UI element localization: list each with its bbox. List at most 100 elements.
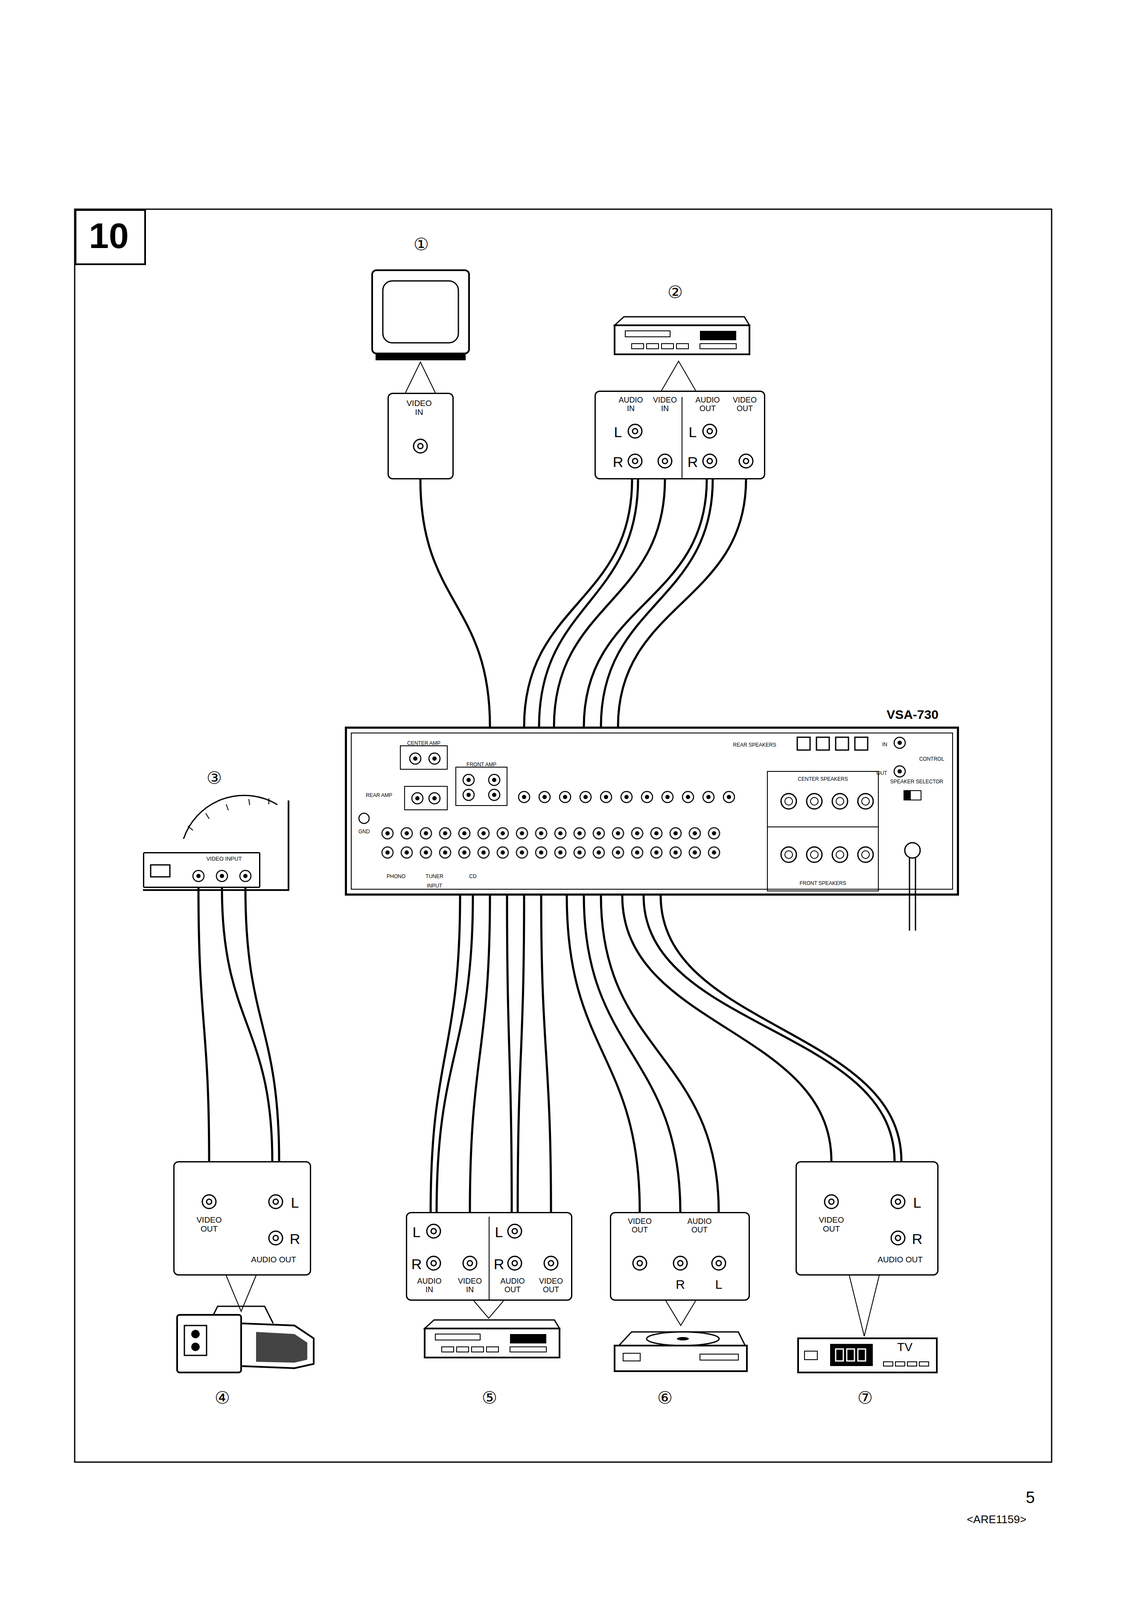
jack — [632, 1256, 647, 1270]
pointer-line — [473, 1300, 504, 1318]
callout-number: ⑤ — [425, 1387, 554, 1407]
panel-label: REAR SPEAKERS — [726, 742, 783, 748]
panel-label: VSA-730 — [865, 707, 960, 722]
jack — [426, 1224, 441, 1238]
figure-frame — [74, 209, 1052, 1462]
cable-line — [245, 887, 280, 1161]
jack-panel: AUDIO INVIDEO INAUDIO OUTVIDEO OUTLRLR — [594, 390, 766, 480]
callout-number: ⑥ — [600, 1387, 729, 1407]
panel-label: L — [611, 424, 625, 441]
page-note: 5 — [966, 1488, 1095, 1507]
cable-line — [600, 479, 713, 727]
receiver-drawing — [351, 732, 953, 891]
speaker-terminal — [857, 846, 874, 863]
panel-label: VIDEO INPUT — [189, 855, 259, 862]
jack — [268, 1230, 283, 1245]
panel-label: SPEAKER SELECTOR — [884, 778, 949, 785]
jack-panel: VIDEO OUTAUDIO OUTRL — [609, 1211, 750, 1301]
speaker-terminal — [781, 846, 797, 863]
cable-line — [541, 895, 551, 1212]
cable-line — [600, 895, 719, 1212]
jack — [463, 789, 475, 801]
front-input-panel: VIDEO INPUT — [142, 851, 261, 888]
vcr-drawing — [424, 1319, 560, 1358]
cable-line — [436, 895, 473, 1212]
panel-label: R — [410, 1256, 423, 1272]
jack — [202, 1194, 216, 1209]
callout-number: ⑦ — [801, 1387, 930, 1407]
jack — [411, 792, 423, 804]
panel-label: CONTROL — [912, 756, 951, 762]
jack-panel: VIDEO OUTLRAUDIO OUT — [173, 1160, 312, 1276]
cable-line — [583, 479, 707, 727]
panel-label: TUNER — [421, 873, 448, 880]
receiver-rear-panel: VSA-730CENTER AMPFRONT AMPREAR AMPGNDPHO… — [344, 726, 960, 896]
jack — [739, 454, 753, 468]
pointer-line — [405, 361, 436, 393]
pointer-line — [849, 1275, 880, 1336]
panel-label: L — [910, 1194, 924, 1211]
cable-line — [469, 895, 490, 1212]
panel-label: VIDEO IN — [403, 399, 436, 417]
jack — [488, 774, 500, 786]
jack-panel: VIDEO IN — [387, 392, 454, 480]
panel-label: CD — [464, 873, 482, 880]
cable-line — [517, 895, 525, 1212]
panel-label: PHONO — [383, 873, 409, 880]
panel-label: L — [686, 424, 700, 441]
panel-label: R — [611, 454, 625, 470]
jack — [891, 1230, 905, 1245]
figure-number-box: 10 — [74, 209, 146, 266]
panel-label: VIDEO OUT — [192, 1215, 227, 1234]
speaker-terminal — [832, 846, 848, 863]
jack — [628, 424, 642, 438]
cable-line — [507, 895, 512, 1212]
jack-panel: VIDEO OUTLRAUDIO OUT — [795, 1160, 939, 1276]
jack-panel: LRAUDIO INVIDEO INLRAUDIO OUTVIDEO OUT — [405, 1211, 573, 1301]
panel-label: R — [686, 454, 700, 470]
panel-label: AUDIO OUT — [691, 396, 724, 414]
pointer-line — [665, 1300, 696, 1326]
panel-label: CENTER SPEAKERS — [780, 776, 866, 782]
jack — [628, 454, 642, 468]
panel-label: FRONT AMP — [457, 761, 505, 768]
panel-label: INPUT — [421, 883, 448, 889]
cable-line — [617, 479, 747, 727]
tuner-drawing — [798, 1337, 937, 1373]
panel-divider — [681, 396, 683, 480]
jack — [711, 1256, 726, 1270]
panel-label: R — [673, 1276, 687, 1292]
device-marking: TV — [840, 1340, 969, 1354]
page-note: <ARE1159> — [932, 1512, 1061, 1526]
pointer-line — [661, 361, 696, 391]
cable-line — [660, 895, 902, 1161]
callout-number: ③ — [150, 768, 279, 788]
panel-label: AUDIO OUT — [241, 1255, 306, 1265]
panel-label: VIDEO IN — [454, 1276, 487, 1295]
speaker-terminal — [781, 793, 797, 809]
panel-label: AUDIO OUT — [683, 1217, 716, 1235]
panel-label: OUT — [873, 770, 891, 776]
jack — [658, 454, 672, 468]
panel-label: R — [288, 1230, 302, 1247]
cable-line — [566, 895, 640, 1212]
panel-label: R — [492, 1256, 506, 1272]
panel-label: L — [410, 1224, 423, 1240]
panel-divider — [488, 1216, 490, 1301]
jack — [463, 1256, 477, 1270]
jack — [894, 737, 906, 749]
jack — [409, 752, 421, 764]
front-unit-drawing — [142, 795, 289, 890]
speaker-terminal — [857, 793, 874, 809]
cable-line — [198, 887, 210, 1161]
panel-label: VIDEO OUT — [728, 396, 761, 414]
jack — [463, 774, 475, 786]
panel-label: REAR AMP — [361, 792, 397, 799]
jack — [507, 1224, 522, 1238]
figure-number: 10 — [76, 215, 141, 256]
panel-label: VIDEO OUT — [814, 1215, 849, 1234]
jack — [544, 1256, 558, 1270]
cable-line — [643, 895, 895, 1161]
